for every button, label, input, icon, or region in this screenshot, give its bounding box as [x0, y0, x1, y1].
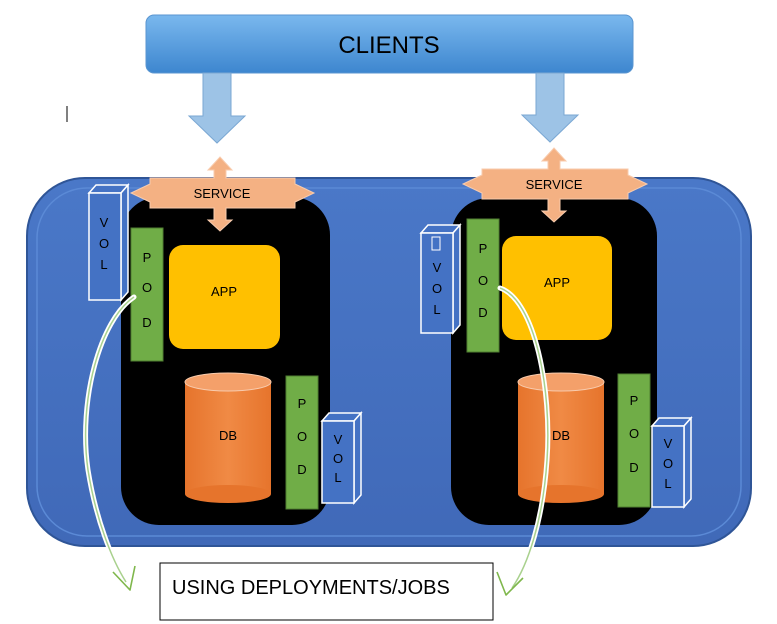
node-2-vol-small-icon: [431, 236, 441, 251]
node-2-db-label: DB: [552, 428, 570, 443]
deployments-box: [159, 562, 494, 621]
node-2-app-pod-letter-1: P: [479, 241, 488, 256]
node-1-db-pod: [285, 375, 319, 510]
cluster-inner-border: [36, 187, 742, 537]
node-1-db-volume: V O L: [320, 411, 363, 505]
connector-left-arrowhead: [112, 565, 136, 591]
node-1-app-pod: [130, 227, 164, 362]
node-1-db-pod-letter-2: O: [297, 429, 307, 444]
node-2-app-pod: [466, 218, 500, 353]
node-1-app-pod-letter-3: D: [142, 315, 151, 330]
node-1-app: [169, 245, 280, 349]
node-1-app-vol-letter-1: V: [100, 215, 109, 230]
node-2-app-pod-letter-2: O: [478, 273, 488, 288]
node-2-db-volume: V O L: [650, 416, 693, 509]
node-2-db-pod-letter-2: O: [629, 426, 639, 441]
node-2-db-pod: [617, 373, 651, 508]
node-1-app-vol-letter-2: O: [99, 236, 109, 251]
node-1-db-vol-letter-3: L: [334, 470, 341, 485]
connector-left: [83, 294, 137, 591]
node-1-db: [184, 372, 272, 503]
node-2-db-pod-letter-3: D: [629, 460, 638, 475]
node-1-service-label: SERVICE: [194, 186, 251, 201]
down-arrow-left: [187, 72, 247, 144]
node-2-app-vol-letter-3: L: [433, 302, 440, 317]
connector-right-arrowhead: [496, 571, 524, 596]
node-2-db-vol-letter-2: O: [663, 456, 673, 471]
node-2-db: [517, 372, 605, 503]
node-1-app-label: APP: [211, 284, 237, 299]
node-2-app-vol-letter-1: V: [433, 260, 442, 275]
deployments-label: USING DEPLOYMENTS/JOBS: [172, 577, 450, 599]
clients-label: CLIENTS: [338, 32, 439, 59]
node-1-db-vol-letter-1: V: [334, 432, 343, 447]
down-arrow-right: [520, 72, 580, 143]
node-1-db-pod-letter-3: D: [297, 462, 306, 477]
node-2-app-pod-letter-3: D: [478, 305, 487, 320]
node-1-db-label: DB: [219, 428, 237, 443]
node-1-app-vol-letter-3: L: [100, 257, 107, 272]
node-2-db-vol-letter-1: V: [664, 436, 673, 451]
node-1-service-arrow: [129, 156, 316, 232]
node-1: SERVICE V O L P O D APP DB P O D: [87, 156, 363, 525]
node-1-app-volume: V O L: [87, 183, 130, 302]
node-2-app: [502, 236, 612, 340]
node-2-service-label: SERVICE: [526, 177, 583, 192]
node-1-app-pod-letter-2: O: [142, 280, 152, 295]
node-2-db-pod-letter-1: P: [630, 393, 639, 408]
node-2-app-vol-letter-2: O: [432, 281, 442, 296]
node-2-service-arrow: [461, 147, 649, 223]
clients-bar: [145, 14, 634, 74]
node-1-db-pod-letter-1: P: [298, 396, 307, 411]
node-2-db-vol-letter-3: L: [664, 476, 671, 491]
connector-right: [496, 285, 551, 596]
node-2: SERVICE V O L P O D APP DB P O D: [419, 147, 693, 525]
node-2-app-volume: V O L: [419, 223, 462, 335]
node-2-app-label: APP: [544, 275, 570, 290]
node-1-app-pod-letter-1: P: [143, 250, 152, 265]
node-1-db-vol-letter-2: O: [333, 451, 343, 466]
